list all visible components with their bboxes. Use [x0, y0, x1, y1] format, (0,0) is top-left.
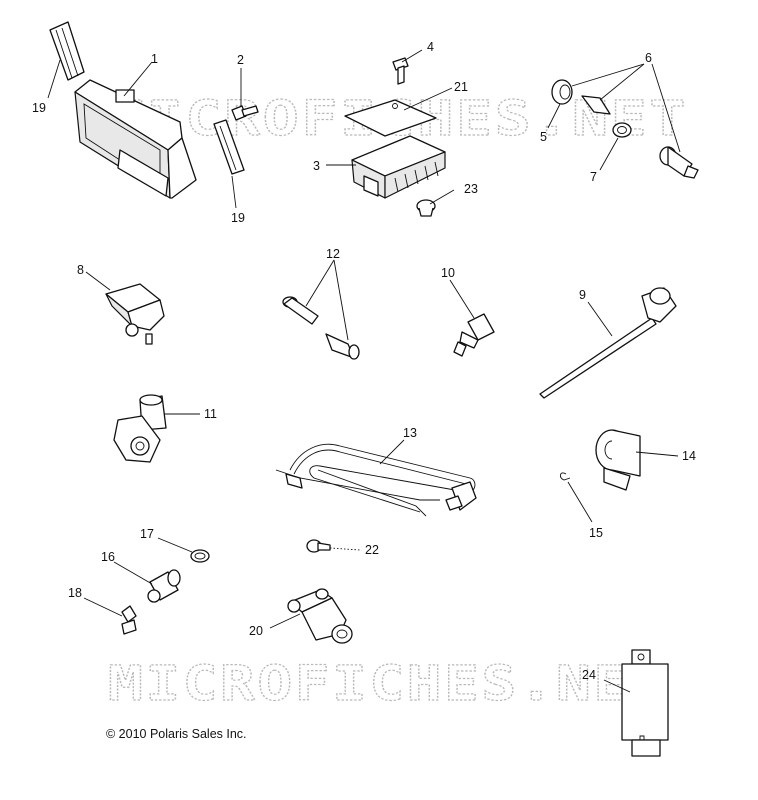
callout-7: 7: [590, 170, 597, 184]
part-6-clip: [581, 95, 611, 115]
callout-24: 24: [582, 668, 596, 682]
callout-15: 15: [589, 526, 603, 540]
callout-5: 5: [540, 130, 547, 144]
callout-18: 18: [68, 586, 82, 600]
part-7-washer: [612, 122, 632, 138]
part-19-gasket-left: [49, 21, 85, 81]
part-3-module: [351, 135, 446, 199]
part-16-speed-sensor: [147, 569, 181, 603]
callout-2: 2: [237, 53, 244, 67]
callout-21: 21: [454, 80, 468, 94]
callout-22: 22: [365, 543, 379, 557]
part-15-clip: [559, 472, 571, 481]
part-18-bolt: [121, 605, 137, 635]
part-4-screw: [392, 57, 409, 85]
part-19-gasket-right: [213, 119, 245, 175]
part-24-relay: [621, 649, 669, 757]
part-11-tps: [113, 394, 167, 463]
part-6-sensor: [659, 146, 699, 179]
part-20-valve: [287, 588, 353, 644]
part-5-sensor: [551, 79, 573, 105]
callout-8: 8: [77, 263, 84, 277]
callout-3: 3: [313, 159, 320, 173]
callout-14: 14: [682, 449, 696, 463]
callout-19-right: 19: [231, 211, 245, 225]
watermark-bottom: MICROFICHES.NET: [108, 656, 668, 712]
part-22-screw: [306, 539, 331, 553]
callout-6: 6: [645, 51, 652, 65]
part-13-harness: [275, 443, 477, 517]
callout-17: 17: [140, 527, 154, 541]
part-2-bolt: [231, 105, 259, 121]
callout-20: 20: [249, 624, 263, 638]
callout-23: 23: [464, 182, 478, 196]
callout-12: 12: [326, 247, 340, 261]
part-23-grommet: [416, 199, 436, 217]
part-21-gasket-plate: [344, 99, 437, 137]
part-8-map-sensor: [105, 283, 165, 345]
part-12-plugs: [282, 296, 360, 360]
callout-4: 4: [427, 40, 434, 54]
callout-10: 10: [441, 266, 455, 280]
callout-1: 1: [151, 52, 158, 66]
callout-labels: 19 1 2 19 4 21 3 23 6 5 7 8 12 10 9 11 1…: [32, 40, 696, 682]
callout-11: 11: [204, 407, 217, 421]
callout-13: 13: [403, 426, 417, 440]
copyright-text: © 2010 Polaris Sales Inc.: [106, 727, 247, 741]
part-9-rod-sensor: [539, 287, 677, 399]
part-1-ecu: [74, 79, 197, 199]
callout-16: 16: [101, 550, 115, 564]
callout-19-left: 19: [32, 101, 46, 115]
callout-9: 9: [579, 288, 586, 302]
part-17-oring: [190, 549, 210, 563]
leader-lines: [47, 49, 681, 693]
part-10-temp-sensor: [453, 313, 495, 357]
part-14-knock-sensor: [595, 429, 641, 491]
